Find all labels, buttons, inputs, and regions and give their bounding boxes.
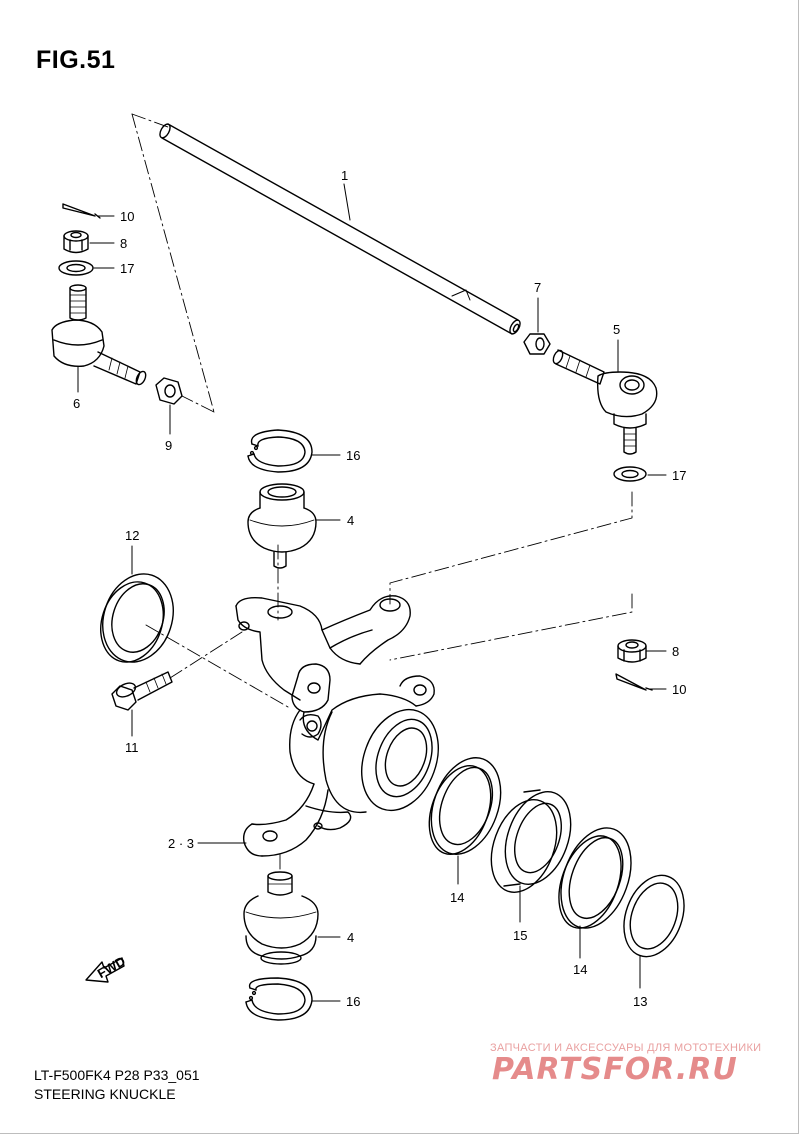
wheel-bearing: [490, 789, 572, 893]
tie-rod: [159, 123, 521, 335]
tie-rod-end-right: [552, 349, 658, 455]
callout-16-top: 16: [346, 448, 360, 463]
callout-numbers: 1 10 8 17 6 9 7 5 17 16 4 12 8 10 11 2 ·…: [73, 168, 686, 1009]
callout-14-b: 14: [573, 962, 587, 977]
circlip-bottom: [245, 977, 313, 1021]
callout-4-top: 4: [347, 513, 354, 528]
steering-knuckle: [235, 595, 439, 857]
callout-10-right: 10: [672, 682, 686, 697]
figure-title: FIG.51: [36, 46, 116, 74]
callout-4-bottom: 4: [347, 930, 354, 945]
callout-7: 7: [534, 280, 541, 295]
flange-bolt: [111, 671, 173, 711]
fwd-arrow-icon: [85, 957, 125, 983]
callout-17-right: 17: [672, 468, 686, 483]
callout-17-top: 17: [120, 261, 134, 276]
callout-5: 5: [613, 322, 620, 337]
callout-15: 15: [513, 928, 527, 943]
callout-13: 13: [633, 994, 647, 1009]
washer-right: [613, 466, 647, 482]
callout-12: 12: [125, 528, 139, 543]
callout-10-top: 10: [120, 209, 134, 224]
diagram-code: LT-F500FK4 P28 P33_051: [34, 1067, 200, 1083]
callout-16-bottom: 16: [346, 994, 360, 1009]
callout-6: 6: [73, 396, 80, 411]
oil-seal-b: [558, 827, 632, 929]
castle-nut-right: [617, 639, 647, 663]
ball-joint-bottom: [243, 871, 319, 965]
spacer-ring: [623, 874, 685, 958]
castle-nut-top: [63, 230, 89, 254]
watermark-logo: PARTSFOR.RU: [492, 1052, 738, 1087]
fwd-label: FWD: [95, 953, 128, 981]
hex-nut-right: [523, 333, 551, 355]
callout-14-a: 14: [450, 890, 464, 905]
cotter-pin-top: [62, 203, 101, 219]
tie-rod-end-left: [51, 284, 147, 386]
callout-8-top: 8: [120, 236, 127, 251]
circlip-top: [247, 429, 313, 473]
oil-seal-a: [428, 757, 502, 855]
callout-2-3: 2 · 3: [168, 836, 194, 851]
leader-lines: [77, 183, 667, 1002]
washer-top: [58, 260, 94, 276]
assembly-lines: [131, 113, 633, 873]
callout-9: 9: [165, 438, 172, 453]
callout-1: 1: [341, 168, 348, 183]
watermark-caption: ЗАПЧАСТИ И АКСЕССУАРЫ ДЛЯ МОТОТЕХНИКИ: [490, 1042, 762, 1054]
ball-joint-top: [247, 483, 317, 569]
callout-8-right: 8: [672, 644, 679, 659]
callout-11: 11: [125, 740, 139, 755]
hex-nut-left: [155, 377, 183, 405]
oil-seal-left: [100, 573, 174, 663]
cotter-pin-right: [615, 673, 653, 691]
diagram-name: STEERING KNUCKLE: [34, 1086, 176, 1102]
